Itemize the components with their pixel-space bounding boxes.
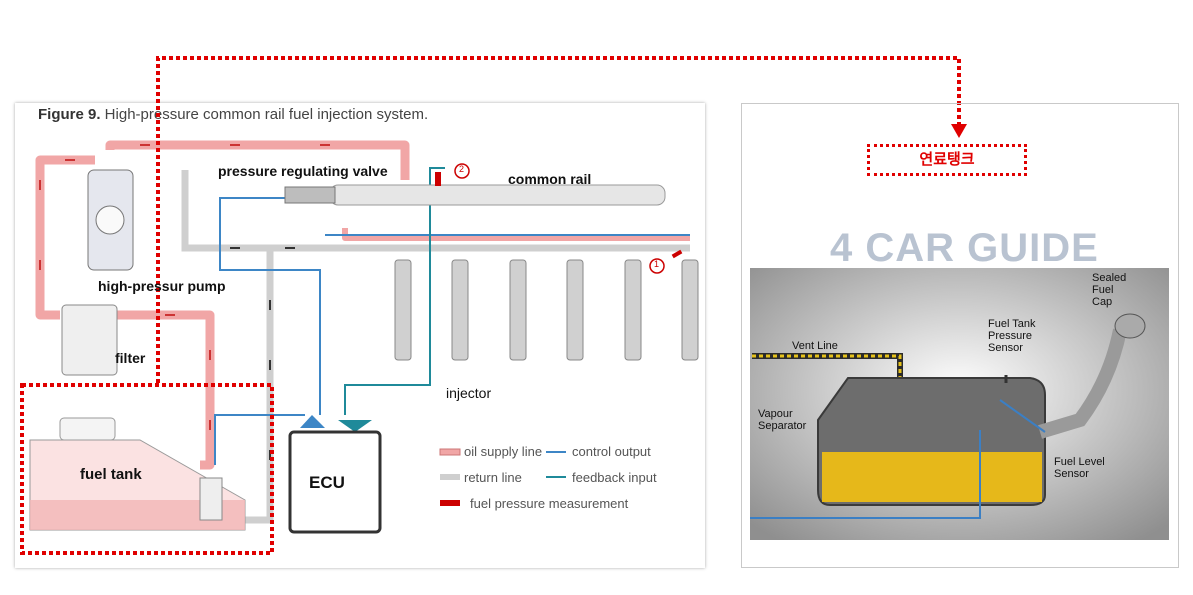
label-vent-line: Vent Line <box>792 340 838 352</box>
fuel-tank-tag: 연료탱크 <box>867 144 1027 176</box>
label-injector: injector <box>446 385 492 401</box>
pressure-sensor-1 <box>671 249 683 259</box>
filter-body <box>61 304 118 376</box>
legend-feedback-input: feedback input <box>572 470 657 485</box>
watermark: 4 CAR GUIDE <box>830 226 1099 270</box>
legend-supply-swatch <box>439 448 461 456</box>
control-line-tank <box>214 414 305 465</box>
label-filter: filter <box>115 350 146 366</box>
filler-neck <box>1037 328 1127 439</box>
highlight-arrowhead <box>951 124 967 138</box>
legend-oil-supply-line: oil supply line <box>464 444 543 459</box>
legend-return-line: return line <box>464 470 522 485</box>
label-vapour-separator: Vapour Separator <box>758 408 807 432</box>
fuel-tank-highlight-box <box>20 383 274 555</box>
label-high-pressure-pump: high-pressur pump <box>98 278 226 294</box>
tank-fuel <box>822 452 1042 502</box>
injector-5 <box>624 259 642 361</box>
feedback-input-marker <box>338 420 372 432</box>
pressure-sensor-2 <box>435 172 441 186</box>
legend-control-output: control output <box>572 444 651 459</box>
marker-1: 1 <box>654 259 660 269</box>
legend-return-swatch <box>440 474 460 480</box>
marker-2: 2 <box>459 164 465 174</box>
control-output-marker <box>300 415 325 428</box>
injector-3 <box>509 259 527 361</box>
injector-1 <box>394 259 412 361</box>
highlight-connector-line <box>156 56 961 383</box>
supply-line-tank-return <box>110 310 215 470</box>
injector-4 <box>566 259 584 361</box>
label-fuel-level-sensor: Fuel Level Sensor <box>1054 456 1105 480</box>
legend-fuel-pressure-measurement: fuel pressure measurement <box>470 496 629 511</box>
injector-2 <box>451 259 469 361</box>
ecu-box <box>288 430 382 534</box>
common-rail <box>329 184 666 206</box>
fuel-cap <box>1114 313 1146 339</box>
feedback-line <box>344 167 445 415</box>
right-figure-panel <box>741 103 1179 568</box>
figure-caption: Figure 9. High-pressure common rail fuel… <box>38 106 429 123</box>
label-fuel-tank: fuel tank <box>80 466 142 483</box>
pressure-regulating-valve-body <box>284 186 336 204</box>
label-pressure-regulating-valve: pressure regulating valve <box>218 163 388 179</box>
supply-line-left <box>35 155 95 320</box>
legend-measure-swatch <box>440 500 460 506</box>
return-line-main <box>181 170 690 252</box>
supply-line-top <box>105 140 410 180</box>
label-ecu: ECU <box>309 473 345 492</box>
label-common-rail: common rail <box>508 171 592 187</box>
label-sealed-fuel-cap: Sealed Fuel Cap <box>1092 272 1127 308</box>
injector-6 <box>681 259 699 361</box>
supply-line-rail-feed <box>342 228 690 241</box>
fuel-tank-cap <box>59 417 116 441</box>
label-fuel-tank-pressure-sensor: Fuel Tank Pressure Sensor <box>988 318 1036 354</box>
control-line-valve <box>219 197 321 415</box>
